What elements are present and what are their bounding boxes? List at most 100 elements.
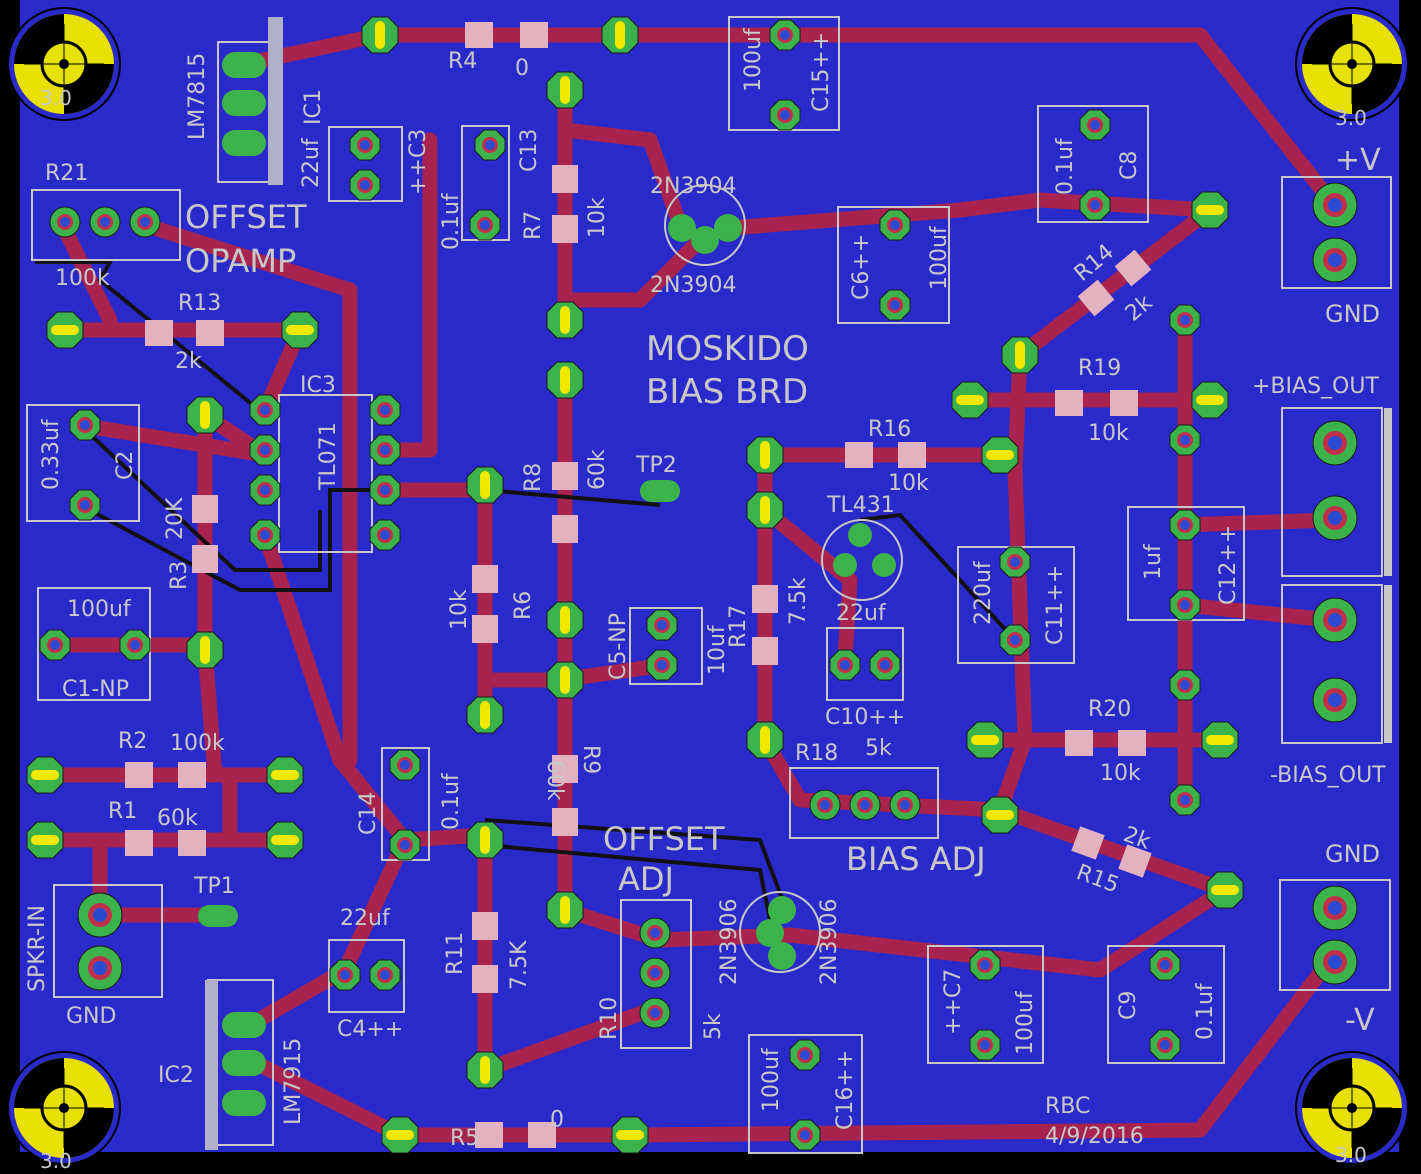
hole-label-tl: 3.0 bbox=[40, 86, 72, 110]
tp2-label: TP2 bbox=[635, 453, 677, 478]
c16-value: 100uf bbox=[759, 1047, 784, 1112]
r20-value: 10k bbox=[1100, 761, 1141, 786]
c10-label: C10++ bbox=[825, 705, 905, 730]
r8-label: R8 bbox=[521, 463, 546, 492]
plus-v-label: +V bbox=[1335, 143, 1381, 178]
tp1-label: TP1 bbox=[193, 874, 235, 899]
gnd-right-label: GND bbox=[1325, 840, 1380, 868]
c9-label: C9 bbox=[1116, 991, 1141, 1020]
r4-label: R4 bbox=[448, 49, 477, 74]
r1-value: 60k bbox=[157, 806, 198, 831]
offset-opamp-label-2: OPAMP bbox=[185, 242, 296, 280]
r17-value: 7.5k bbox=[786, 577, 811, 625]
r3-label: R3 bbox=[167, 561, 192, 590]
minus-bias-out-label: -BIAS_OUT bbox=[1270, 763, 1386, 788]
c12-value: 1uf bbox=[1141, 543, 1166, 580]
r17-label: R17 bbox=[726, 605, 751, 648]
r5-label: R5 bbox=[450, 1126, 479, 1151]
c1-value: 100uf bbox=[67, 597, 132, 622]
c13-value: 0.1uf bbox=[439, 192, 464, 250]
r21-label: R21 bbox=[45, 161, 88, 186]
board-title-2: BIAS BRD bbox=[646, 372, 808, 412]
ic2-heatsink bbox=[205, 980, 218, 1150]
ic3-label: IC3 bbox=[300, 373, 336, 398]
r6-label: R6 bbox=[511, 591, 536, 620]
ic1-label: IC1 bbox=[301, 89, 326, 125]
q-bot-value: 2N3906 bbox=[817, 899, 842, 985]
c11-label: C11++ bbox=[1043, 565, 1068, 645]
r18-label: R18 bbox=[795, 741, 838, 766]
c7-label: ++C7 bbox=[941, 969, 966, 1035]
spkr-in-label: SPKR-IN bbox=[25, 905, 50, 992]
c8-value: 0.1uf bbox=[1053, 137, 1078, 195]
c3-label: ++C3 bbox=[406, 129, 431, 195]
minus-v-label: -V bbox=[1345, 1003, 1375, 1038]
q-top-value: 2N3904 bbox=[650, 273, 736, 298]
r16-value: 10k bbox=[888, 471, 929, 496]
hole-label-br: 3.0 bbox=[1335, 1143, 1367, 1167]
c2-label: C2 bbox=[113, 451, 138, 480]
r19-label: R19 bbox=[1078, 356, 1121, 381]
c14-value: 0.1uf bbox=[439, 772, 464, 830]
c7-value: 100uf bbox=[1013, 990, 1038, 1055]
q-top-label: 2N3904 bbox=[650, 174, 736, 199]
r5-value: 0 bbox=[550, 1104, 564, 1129]
regulator-pads bbox=[222, 52, 266, 1116]
r6-value: 10k bbox=[447, 589, 472, 630]
board-title-1: MOSKIDO bbox=[646, 329, 809, 369]
c11-value: 220uf bbox=[971, 560, 996, 625]
offset-adj-label-1: OFFSET bbox=[603, 820, 725, 858]
r11-value: 7.5K bbox=[507, 940, 532, 990]
tp2-pad bbox=[640, 480, 680, 502]
c13-label: C13 bbox=[517, 129, 542, 172]
c9-value: 0.1uf bbox=[1193, 982, 1218, 1040]
r7-label: R7 bbox=[521, 211, 546, 240]
offset-adj-label-2: ADJ bbox=[618, 860, 674, 898]
ic2-label: IC2 bbox=[158, 1063, 194, 1088]
gnd-top-label: GND bbox=[1325, 300, 1380, 328]
r10-value: 5k bbox=[701, 1013, 726, 1040]
c14-label: C14 bbox=[356, 792, 381, 835]
terminal-bar bbox=[1384, 408, 1392, 576]
c10-value: 22uf bbox=[836, 601, 887, 626]
r1-label: R1 bbox=[108, 799, 137, 824]
r18-value: 5k bbox=[865, 736, 892, 761]
gnd-in-label: GND bbox=[66, 1004, 116, 1029]
r4-value: 0 bbox=[515, 56, 529, 81]
hole-label-bl: 3.0 bbox=[40, 1149, 72, 1173]
r2-value: 100k bbox=[170, 731, 225, 756]
tl071-label: TL071 bbox=[316, 422, 341, 491]
c16-label: C16++ bbox=[833, 1050, 858, 1130]
c1-label: C1-NP bbox=[62, 677, 129, 702]
r9-value: 60k bbox=[542, 760, 567, 801]
r3-value: 20K bbox=[163, 497, 188, 540]
r9-label: R9 bbox=[578, 745, 603, 774]
r8-value: 60k bbox=[585, 449, 610, 490]
r21-value: 100k bbox=[55, 266, 110, 291]
c5-value: 10uf bbox=[705, 624, 730, 675]
c15-label: C15++ bbox=[809, 32, 834, 112]
r7-value: 10k bbox=[585, 197, 610, 238]
r16-label: R16 bbox=[868, 417, 911, 442]
c6-label: C6++ bbox=[849, 234, 874, 300]
hole-label-tr: 3.0 bbox=[1335, 106, 1367, 130]
lm7915-label: LM7915 bbox=[281, 1038, 306, 1125]
c2-value: 0.33uf bbox=[39, 418, 64, 490]
r13-label: R13 bbox=[178, 291, 221, 316]
c15-value: 100uf bbox=[741, 27, 766, 92]
c8-label: C8 bbox=[1117, 151, 1142, 180]
c6-value: 100uf bbox=[927, 225, 952, 290]
tl431-label: TL431 bbox=[826, 493, 895, 518]
resistor-bodies bbox=[125, 22, 1152, 1148]
tp1-pad bbox=[198, 905, 238, 927]
transistor-pads bbox=[668, 214, 896, 970]
r20-label: R20 bbox=[1088, 697, 1131, 722]
silkscreen-outlines bbox=[26, 16, 1392, 1154]
r13-value: 2k bbox=[175, 349, 202, 374]
q-bot-label: 2N3906 bbox=[717, 899, 742, 985]
c3-value: 22uf bbox=[299, 137, 324, 188]
offset-opamp-label-1: OFFSET bbox=[185, 198, 307, 236]
plus-bias-out-label: +BIAS_OUT bbox=[1252, 374, 1379, 399]
lm7815-label: LM7815 bbox=[185, 53, 210, 140]
